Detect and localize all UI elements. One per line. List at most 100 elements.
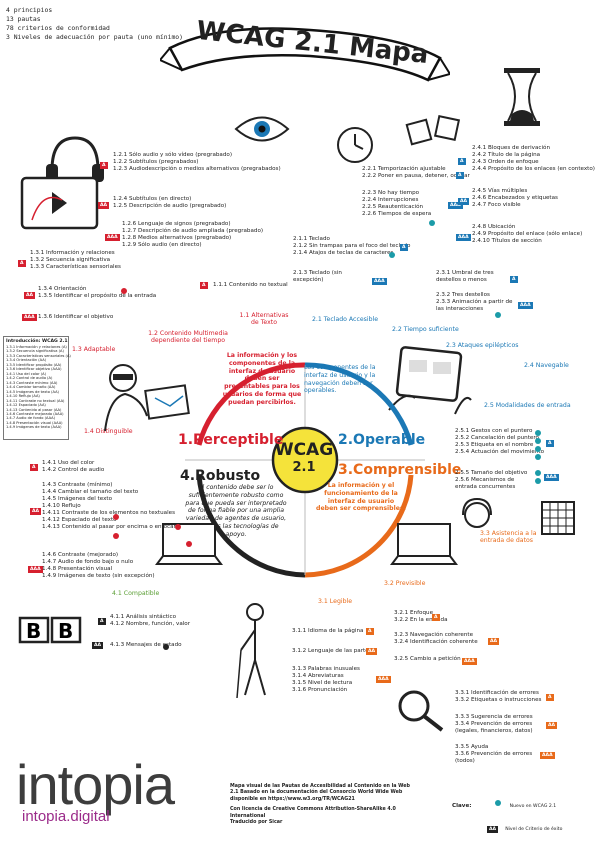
guideline-1-3-label: 1.3 Adaptable [72,346,116,353]
guideline-3-2-label: 3.2 Previsible [384,580,426,587]
criterion-1-3-2: 1.3.2 Secuencia significativa [30,256,111,263]
new-in-21-dot [495,312,501,318]
eye-icon [234,116,290,142]
bb-blocks-icon: B B [18,616,82,644]
new-in-21-dot [186,541,192,547]
laptop-illustration [390,523,458,565]
criterion-1-2-9: 1.2.9 Sólo audio (en directo) [122,241,202,248]
criterion-1-4-3: 1.4.3 Contraste (mínimo) [42,482,113,488]
stat-guidelines: 13 pautas [6,14,41,23]
guideline-2-5-label: 2.5 Modalidades de entrada [484,402,571,409]
criterion-1-4-5: 1.4.5 Imágenes del texto [42,495,112,502]
level-badge-aaa: AAA [544,474,559,481]
criterion-1-2-6: 1.2.6 Lenguaje de signos (pregrabado) [122,221,231,227]
criterion-1-1-1: 1.1.1 Contenido no textual [213,282,288,288]
criterion-2-2-5: 2.2.5 Reautenticación [362,203,424,210]
guideline-2-2-label: 2.2 Tiempo suficiente [392,326,459,333]
criteria-1-2-group-a: 1.2.1 Sólo audio y sólo vídeo (pregrabad… [113,152,281,173]
level-badge-a: A [200,282,208,289]
video-player-icon [20,176,99,230]
new-in-21-dot [494,799,501,806]
guideline-1-1-label: 1.1 Alternativas de Texto [239,312,289,326]
center-wcag: WCAG [274,440,334,460]
criteria-3-3-a: 3.3.1 Identificación de errores 3.3.2 Et… [455,690,545,704]
criterion-1-4-10: 1.4.10 Reflujo [42,502,81,509]
criterion-3-2-2: 3.2.2 En la entrada [394,616,448,623]
criterion-1-3-3: 1.3.3 Características sensoriales [30,263,121,270]
criterion-3-3-5: 3.3.5 Ayuda [455,744,489,750]
level-badge-aaa: AAA [456,234,471,241]
new-in-21-dot [113,533,119,539]
criterion-1-3-4: 1.3.4 Orientación [38,286,87,292]
criteria-1-4-group-aa: 1.4.3 Contraste (mínimo) 1.4.4 Cambiar e… [42,482,176,531]
criterion-2-4-10: 2.4.10 Títulos de sección [472,237,542,244]
sidebar-box-line: 1.4.10 Reflujo (AA) [6,394,40,399]
level-badge-aaa: AAA [540,752,555,759]
criteria-1-3-group-aa: 1.3.4 Orientación 1.3.5 Identificar el p… [38,286,156,300]
principle-comprensible[interactable]: 3.Comprensible [338,462,462,478]
credit-source: Mapa visual de las Pautas de Accesibilid… [230,784,410,802]
level-badge-a: A [30,464,38,471]
principle-operable[interactable]: 2.Operable [338,432,426,448]
criterion-1-4-2: 1.4.2 Control de audio [42,466,105,473]
criterion-3-2-1: 3.2.1 Enfoque [394,610,434,616]
criterion-2-4-8: 2.4.8 Ubicación [472,224,516,230]
sidebar-box-line: 1.3.5 Identificar propósito (AA) [6,362,62,367]
new-in-21-dot [121,288,127,294]
sidebar-box-line: 1.3.3 Características sensoriales (A) [6,353,71,358]
criteria-3-2-a: 3.2.1 Enfoque 3.2.2 En la entrada [394,610,448,624]
level-badge-aa: AA [366,648,378,655]
new-in-21-dot [535,446,541,452]
criterion-2-3-3: 2.3.3 Animación a partir de las interacc… [436,298,513,312]
level-badge-aa: AA [92,642,104,649]
principle-perceptible[interactable]: 1.Perceptible [178,432,284,448]
keypad-icon [541,501,575,535]
stat-criteria: 78 criterios de conformidad [6,23,110,32]
criterion-1-2-5: 1.2.5 Descripción de audio (pregrabado) [113,202,227,209]
criterion-2-5-5: 2.5.5 Tamaño del objetivo [455,470,528,476]
criteria-3-2-aaa: 3.2.5 Cambio a petición [394,656,461,663]
sidebar-box-line: 1.4.13 Contenido al pasar (AA) [6,407,62,412]
sidebar-box-line: 1.3.1 Información y relaciones (A) [6,344,67,349]
criterion-3-3-3: 3.3.3 Sugerencia de errores [455,714,533,720]
criterion-2-5-6: 2.5.6 Mecanismos de entrada concurrentes [455,476,516,490]
keyboard-keys-icon [405,114,461,146]
criteria-2-4-aaa: 2.4.8 Ubicación 2.4.9 Propósito del enla… [472,224,582,245]
criterion-3-1-4: 3.1.4 Abreviaturas [292,672,344,679]
criterion-1-4-13: 1.4.13 Contenido al pasar por encima o e… [42,523,176,530]
criterion-3-3-4: 3.3.4 Prevención de errores (legales, fi… [455,720,533,734]
level-badge-aaa: AAA [448,202,463,209]
level-badge-a: A [546,440,554,447]
intopia-url[interactable]: intopia.digital [22,808,110,825]
guideline-3-1-label: 3.1 Legible [318,598,353,605]
credit-translation: Traducido por Sicar [230,820,283,826]
guideline-1-2-label: 1.2 Contenido Multimedia dependiente del… [148,330,228,344]
sidebar-box-line: 1.4.8 Presentación visual (AAA) [6,420,63,425]
level-badge-aaa: AAA [372,278,387,285]
criterion-2-2-2: 2.2.2 Poner en pausa, detener, ocultar [362,172,470,179]
criterion-1-2-1: 1.2.1 Sólo audio y sólo vídeo (pregrabad… [113,152,233,158]
criteria-3-2-aa: 3.2.3 Navegación coherente 3.2.4 Identif… [394,632,478,646]
level-badge-a: A [366,628,374,635]
criterion-3-1-1: 3.1.1 Idioma de la página [292,628,364,634]
criterion-3-2-4: 3.2.4 Identificación coherente [394,638,478,645]
title-banner [160,27,450,82]
new-in-21-dot [535,478,541,484]
new-in-21-dot [535,454,541,460]
center-badge: WCAG 2.1 [264,440,344,475]
criteria-2-1-group-aaa: 2.1.3 Teclado (sin excepción) [293,270,363,284]
criterion-1-4-4: 1.4.4 Cambiar el tamaño del texto [42,488,139,495]
criterion-2-4-7: 2.4.7 Foco visible [472,201,521,208]
key-level-label: Nivel de Criterio de éxito [505,827,563,832]
principles-wheel [185,362,425,578]
stat-levels: 3 Niveles de adecuación por pauta (uno m… [6,32,183,41]
sidebar-box-lines: 1.3.1 Información y relaciones (A)1.3.2 … [6,344,71,430]
criteria-1-2-group-aa: 1.2.4 Subtítulos (en directo) 1.2.5 Desc… [113,196,226,210]
credit-license: Con licencia de Creative Commons Attribu… [230,807,396,819]
level-badge-aa: AA [546,722,558,729]
principle-robusto[interactable]: 4.Robusto [180,468,261,484]
criteria-3-1-aaa: 3.1.3 Palabras inusuales 3.1.4 Abreviatu… [292,666,360,694]
person-laptop-illustration [104,364,190,432]
criterion-3-1-6: 3.1.6 Pronunciación [292,686,348,693]
sidebar-box-line: 1.3.6 Identificar objetivo (AAA) [6,367,62,372]
